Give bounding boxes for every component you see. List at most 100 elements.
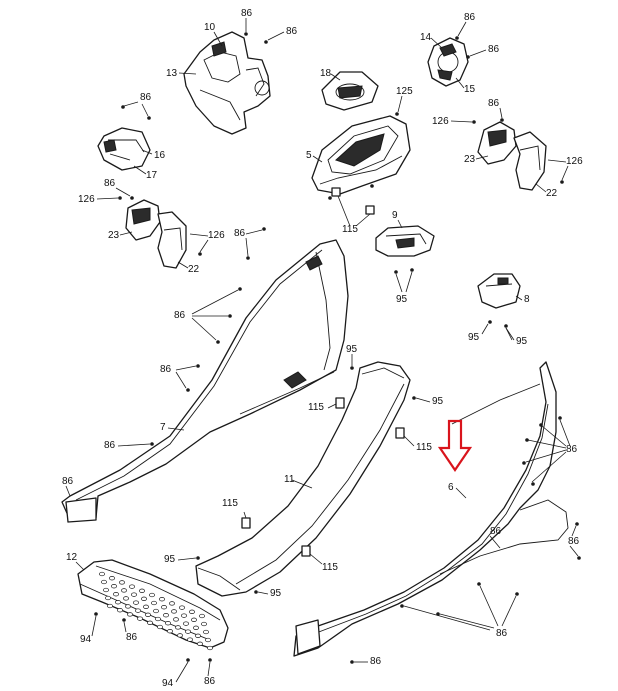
callout-115: 115 xyxy=(416,442,432,453)
perforation-hole xyxy=(139,588,145,593)
callout-12: 12 xyxy=(66,552,78,563)
perforation-hole xyxy=(109,576,115,581)
callout-6: 6 xyxy=(448,482,454,493)
perforation-hole xyxy=(203,629,209,635)
callout-126: 126 xyxy=(432,116,449,127)
perforation-hole xyxy=(195,633,201,638)
part-10-13-console-shroud xyxy=(183,31,271,135)
perforation-hole xyxy=(155,616,161,622)
callout-14: 14 xyxy=(420,32,432,43)
perforation-hole xyxy=(145,612,151,617)
perforation-hole xyxy=(123,596,129,601)
perforation-hole xyxy=(125,604,131,609)
callout-22: 22 xyxy=(188,264,200,275)
callout-86: 86 xyxy=(496,628,508,639)
callout-126: 126 xyxy=(208,230,225,241)
perforation-hole xyxy=(121,588,127,593)
part-8-end-cap xyxy=(477,273,521,309)
callout-10: 10 xyxy=(204,22,216,33)
callout-86: 86 xyxy=(566,444,578,455)
perforation-hole xyxy=(105,595,111,601)
callout-86: 86 xyxy=(140,92,152,103)
callout-17: 17 xyxy=(146,170,158,181)
callout-86: 86 xyxy=(160,364,172,375)
callout-95: 95 xyxy=(270,588,282,599)
perforation-hole xyxy=(179,605,185,610)
foot-plate-texture xyxy=(99,571,213,651)
callout-94: 94 xyxy=(162,678,174,689)
perforation-hole xyxy=(193,625,199,630)
perforation-hole xyxy=(185,629,191,634)
callout-16: 16 xyxy=(154,150,166,161)
part-12-foot-plate xyxy=(77,559,229,651)
callout-86: 86 xyxy=(488,98,500,109)
perforation-hole xyxy=(163,613,169,618)
part-9-bracket-cover xyxy=(375,225,435,257)
callout-86: 86 xyxy=(104,440,116,451)
part-7-left-upright-shroud xyxy=(61,239,349,523)
callout-95: 95 xyxy=(432,396,444,407)
perforation-hole xyxy=(173,617,179,622)
part-23-22-right-grip xyxy=(477,121,547,191)
callout-95: 95 xyxy=(516,336,528,347)
perforation-hole xyxy=(187,637,193,642)
perforation-hole xyxy=(161,605,167,610)
perforation-hole xyxy=(101,579,107,585)
callout-86: 86 xyxy=(286,26,298,37)
perforation-hole xyxy=(181,613,187,618)
perforation-hole xyxy=(157,624,163,630)
callout-23: 23 xyxy=(108,230,120,241)
perforation-hole xyxy=(113,592,119,597)
perforation-hole xyxy=(151,600,157,606)
perforation-hole xyxy=(197,641,203,646)
perforation-hole xyxy=(167,629,173,634)
callout-125: 125 xyxy=(396,86,413,97)
callout-86: 86 xyxy=(204,676,216,687)
perforation-hole xyxy=(171,609,177,614)
callout-126: 126 xyxy=(78,194,95,205)
perforation-hole xyxy=(169,601,175,606)
callout-86: 86 xyxy=(241,8,253,19)
perforation-hole xyxy=(147,620,153,625)
part-23-22-left-grip xyxy=(125,199,187,269)
callout-86: 86 xyxy=(568,536,580,547)
callout-86: 86 xyxy=(488,44,500,55)
callout-95: 95 xyxy=(396,294,408,305)
callout-11: 11 xyxy=(284,474,295,485)
callout-86: 86 xyxy=(126,632,138,643)
perforation-hole xyxy=(153,608,159,614)
callout-115: 115 xyxy=(322,562,338,573)
perforation-hole xyxy=(135,608,141,613)
callout-115: 115 xyxy=(308,402,324,413)
perforation-hole xyxy=(191,617,197,622)
callout-86: 86 xyxy=(490,526,502,537)
callout-86: 86 xyxy=(174,310,186,321)
perforation-hole xyxy=(175,625,181,630)
part-5-hood xyxy=(311,115,411,195)
part-16-17-left-grip xyxy=(97,127,151,171)
callout-86: 86 xyxy=(370,656,382,667)
perforation-hole xyxy=(133,600,139,605)
callout-86: 86 xyxy=(464,12,476,23)
callout-95: 95 xyxy=(346,344,358,355)
callout-94: 94 xyxy=(80,634,92,645)
perforation-hole xyxy=(99,571,105,577)
perforation-hole xyxy=(165,621,171,626)
perforation-hole xyxy=(107,603,113,609)
perforation-hole xyxy=(199,613,205,619)
perforation-hole xyxy=(127,612,133,617)
perforation-hole xyxy=(129,584,135,589)
highlight-arrow xyxy=(437,419,473,472)
perforation-hole xyxy=(115,600,121,605)
perforation-hole xyxy=(207,645,213,651)
perforation-hole xyxy=(189,609,195,614)
callout-95: 95 xyxy=(468,332,480,343)
perforation-hole xyxy=(103,587,109,593)
part-18-cup-holder xyxy=(321,71,379,111)
callout-86: 86 xyxy=(234,228,246,239)
callout-23: 23 xyxy=(464,154,476,165)
callout-86: 86 xyxy=(104,178,116,189)
callout-115: 115 xyxy=(342,224,358,235)
callout-8: 8 xyxy=(524,294,530,305)
perforation-hole xyxy=(137,616,143,621)
